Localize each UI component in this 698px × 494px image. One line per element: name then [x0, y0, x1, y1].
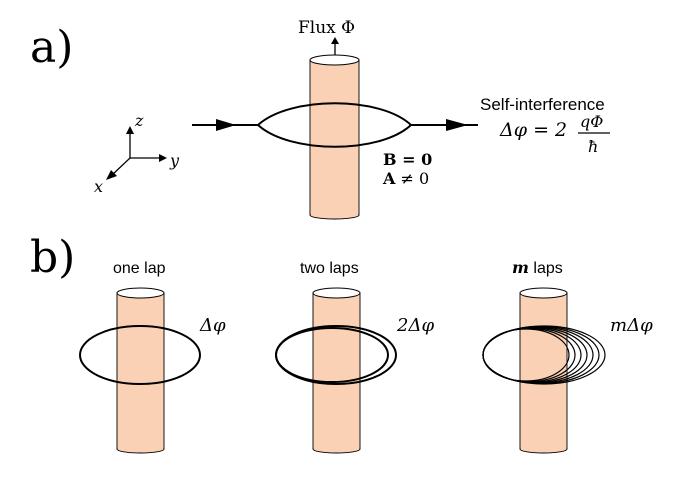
loops-two-laps	[275, 325, 397, 385]
phase-numerator: qΦ	[580, 112, 603, 131]
tube-1-top-cap	[116, 287, 165, 299]
phase-formula-lhs: Δφ = 2	[499, 119, 567, 141]
z-axis-label: z	[134, 111, 144, 130]
b-field-label: B = 0	[383, 150, 432, 169]
panel-b-label: b)	[30, 232, 75, 283]
flux-label: Flux Φ	[298, 18, 355, 38]
phase-two-laps: 2Δφ	[396, 315, 434, 336]
electron-paths-a	[192, 102, 478, 148]
x-axis-label: x	[94, 177, 103, 196]
y-axis-label: y	[169, 151, 180, 170]
axis-triad	[106, 126, 167, 180]
phase-one-lap: Δφ	[199, 315, 226, 336]
one-lap-title: one lap	[113, 260, 166, 277]
a-field-label: A ≠ 0	[382, 169, 429, 188]
loops-m-laps	[482, 325, 606, 385]
flux-tube-one-lap	[116, 287, 165, 454]
z-arrowhead-icon	[126, 126, 134, 134]
lower-path	[257, 124, 412, 148]
tube-3-top-cap	[519, 287, 568, 299]
x-arrowhead-icon	[106, 170, 117, 180]
flux-arrowhead-icon	[331, 37, 339, 44]
phase-denominator: ħ	[588, 137, 598, 156]
m-laps-title: m laps	[512, 258, 563, 277]
two-laps-title: two laps	[300, 260, 359, 277]
tube-2-top-cap	[312, 287, 361, 299]
upper-path	[257, 102, 412, 126]
phase-m-laps: mΔφ	[610, 315, 653, 336]
tube-a-top-cap	[309, 54, 360, 66]
tube-a-body	[309, 59, 360, 216]
self-interference-title: Self-interference	[480, 95, 605, 114]
incoming-arrowhead-icon	[216, 119, 236, 131]
panel-a-label: a)	[30, 22, 73, 73]
loop-one-lap	[79, 325, 201, 385]
flux-tube-two-laps	[312, 287, 361, 454]
flux-tube-a	[309, 54, 360, 220]
outgoing-arrowhead-icon	[446, 119, 468, 131]
y-arrowhead-icon	[159, 154, 167, 162]
